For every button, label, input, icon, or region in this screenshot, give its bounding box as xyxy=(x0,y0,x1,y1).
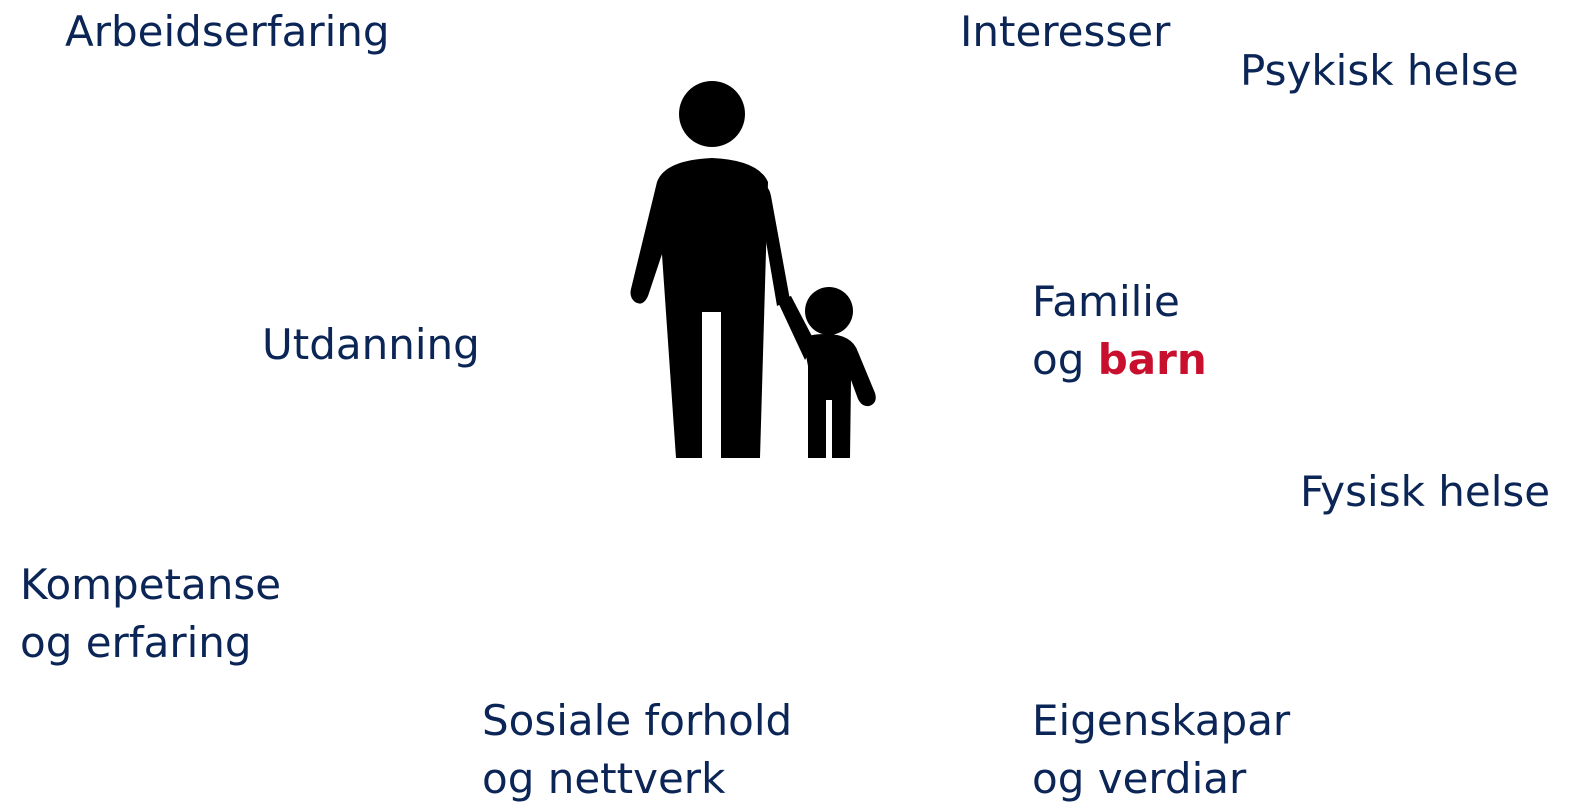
label-sosiale-forhold-og-nettverk: Sosiale forhold og nettverk xyxy=(482,692,792,808)
label-arbeidserfaring: Arbeidserfaring xyxy=(65,3,390,61)
label-eigenskapar-og-verdiar: Eigenskapar og verdiar xyxy=(1032,692,1290,808)
label-psykisk-helse-text: Psykisk helse xyxy=(1240,46,1519,95)
label-sosiale-line2: og nettverk xyxy=(482,754,726,803)
label-familie-line2: og barn xyxy=(1032,331,1207,389)
label-kompetanse-line1: Kompetanse xyxy=(20,560,282,609)
label-sosiale-line1: Sosiale forhold xyxy=(482,696,793,745)
label-utdanning: Utdanning xyxy=(262,316,480,374)
label-familie-highlight: barn xyxy=(1097,335,1207,384)
label-arbeidserfaring-text: Arbeidserfaring xyxy=(65,7,390,56)
label-kompetanse-line2: og erfaring xyxy=(20,618,252,667)
label-eigenskapar-line1: Eigenskapar xyxy=(1032,696,1291,745)
label-interesser-text: Interesser xyxy=(960,7,1171,56)
label-utdanning-text: Utdanning xyxy=(262,320,480,369)
label-fysisk-helse: Fysisk helse xyxy=(1300,463,1550,521)
label-fysisk-helse-text: Fysisk helse xyxy=(1300,467,1551,516)
label-kompetanse-og-erfaring: Kompetanse og erfaring xyxy=(20,556,281,672)
parent-and-child-icon xyxy=(630,81,876,458)
label-familie-line1: Familie xyxy=(1032,277,1180,326)
label-familie-prefix: og xyxy=(1032,335,1098,384)
label-interesser: Interesser xyxy=(960,3,1170,61)
label-eigenskapar-line2: og verdiar xyxy=(1032,754,1247,803)
label-familie-og-barn: Familie og barn xyxy=(1032,273,1207,389)
label-psykisk-helse: Psykisk helse xyxy=(1240,42,1519,100)
